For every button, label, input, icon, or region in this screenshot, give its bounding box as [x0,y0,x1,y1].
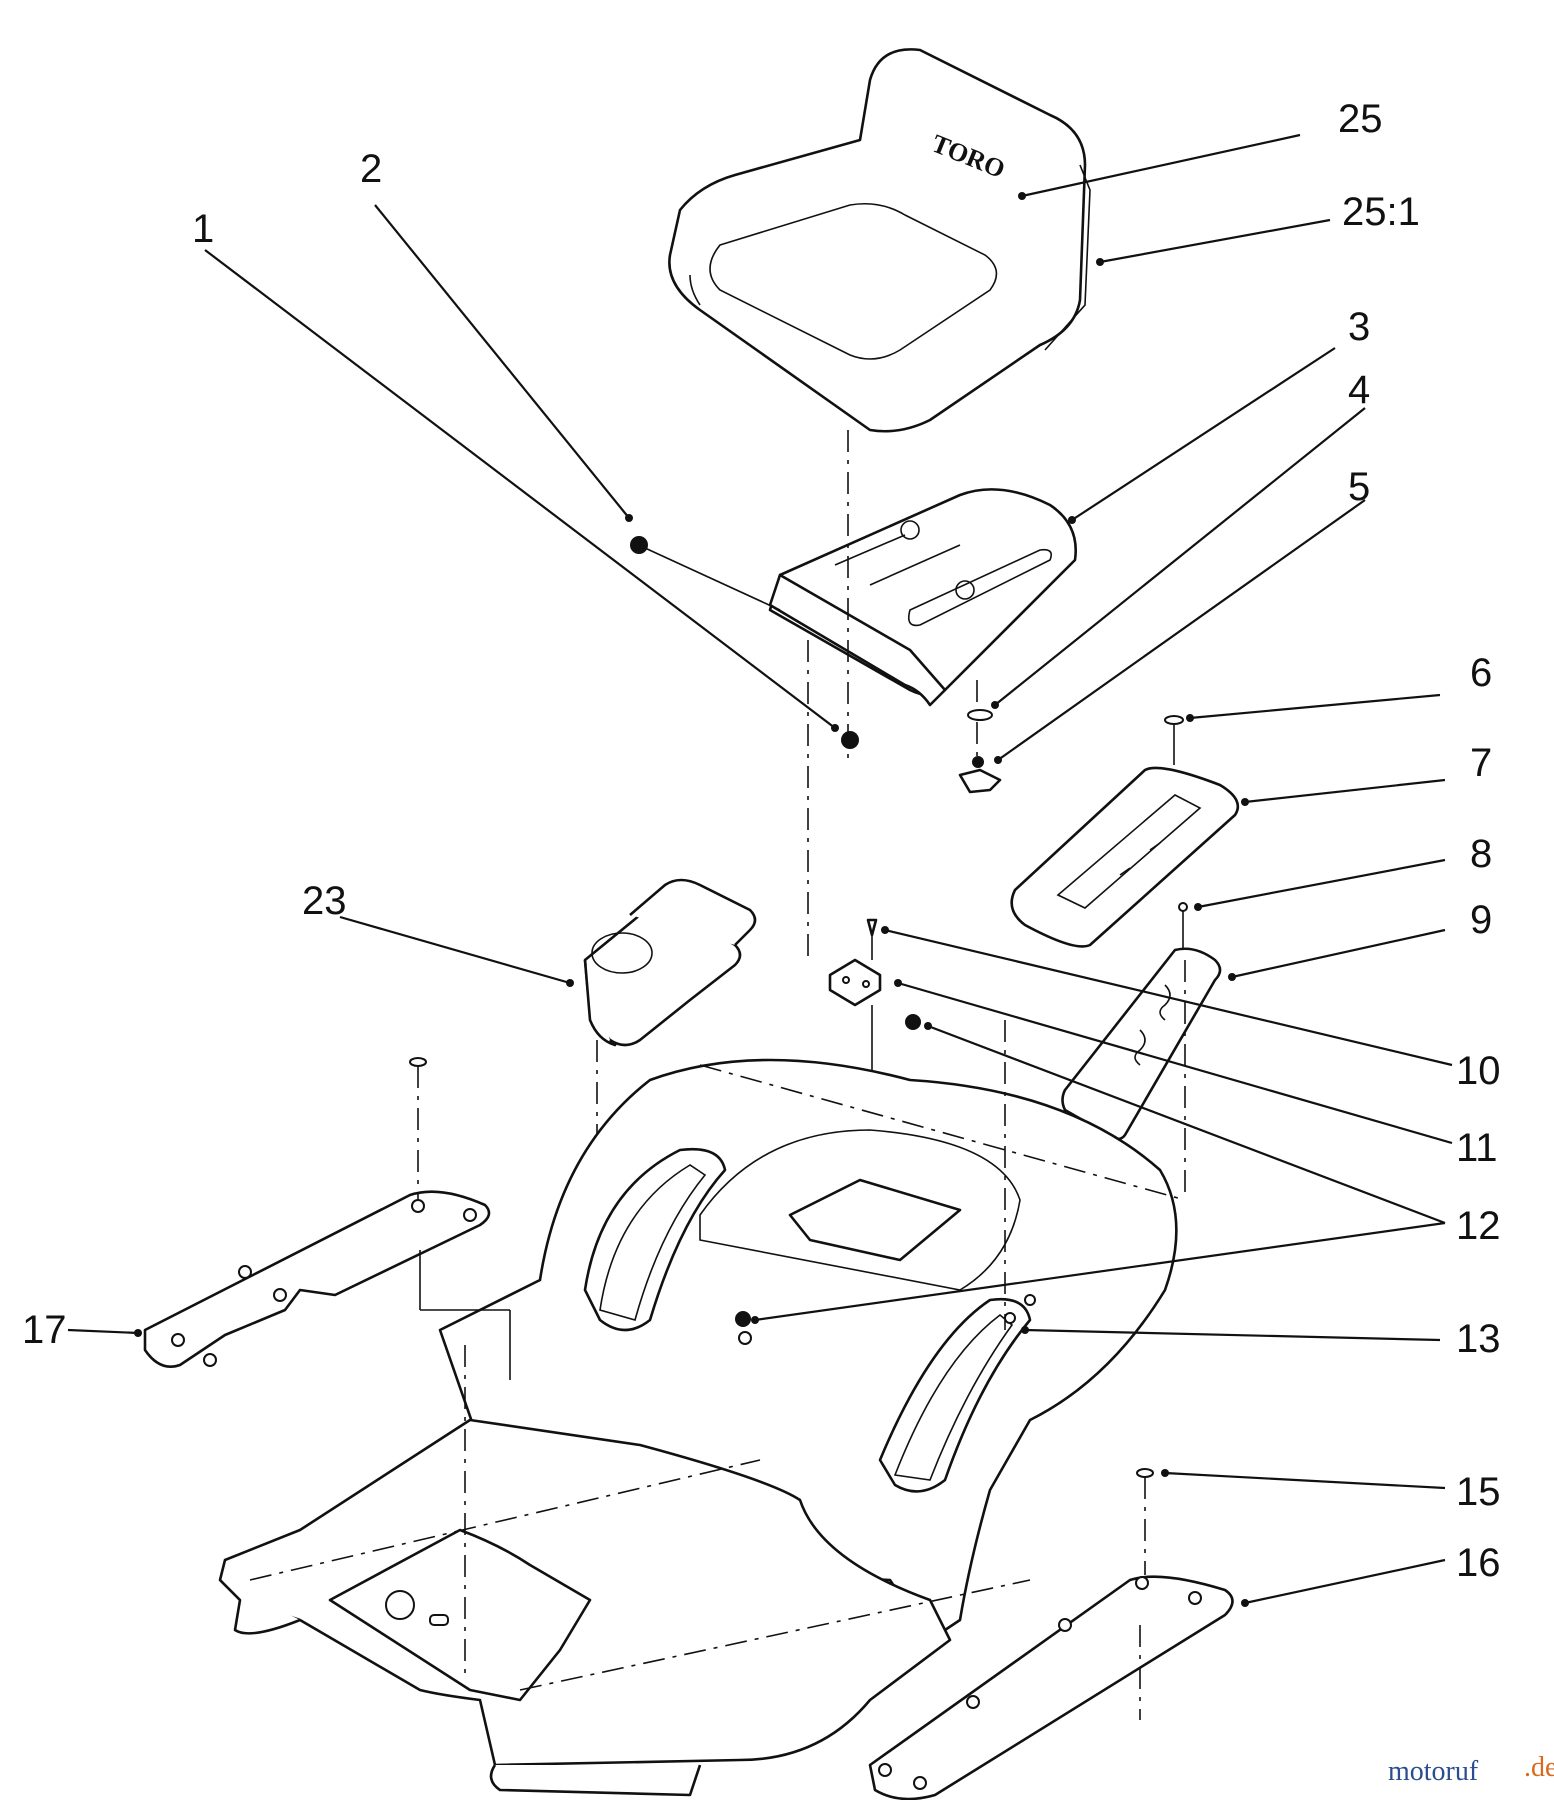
callout-9: 9 [1470,898,1492,942]
pad-part [1010,766,1240,948]
callout-5: 5 [1348,465,1370,509]
callout-25-1: 25:1 [1342,190,1420,234]
callout-4: 4 [1348,368,1370,412]
watermark-brand: motoruf [1388,1756,1479,1787]
callout-2: 2 [360,147,382,191]
callout-8: 8 [1470,832,1492,876]
callout-10: 10 [1456,1049,1501,1093]
watermark-suffix: .de [1524,1752,1554,1783]
callout-15: 15 [1456,1470,1501,1514]
seat-pan-part [768,488,1077,707]
watermark: motoruf .de [1388,1752,1554,1787]
callout-25: 25 [1338,97,1383,141]
callout-3: 3 [1348,305,1370,349]
floor-pan-part [218,1345,1031,1797]
callout-6: 6 [1470,651,1492,695]
callout-13: 13 [1456,1317,1501,1361]
callout-12: 12 [1456,1204,1501,1248]
callout-11: 11 [1456,1126,1498,1170]
seat-part: TORO [668,48,1091,433]
callout-7: 7 [1470,741,1492,785]
leader-lines [67,133,1453,1607]
callout-16: 16 [1456,1541,1501,1585]
right-pad-part [868,1575,1234,1800]
callout-23: 23 [302,879,347,923]
left-pad-part [143,1190,491,1368]
callout-17: 17 [22,1308,67,1352]
cup-holder-part [583,878,757,1047]
callout-labels: 1 2 3 4 5 6 7 8 9 10 11 12 13 15 16 17 2… [22,97,1501,1585]
hinge-part [828,958,882,1007]
callout-1: 1 [192,207,214,251]
